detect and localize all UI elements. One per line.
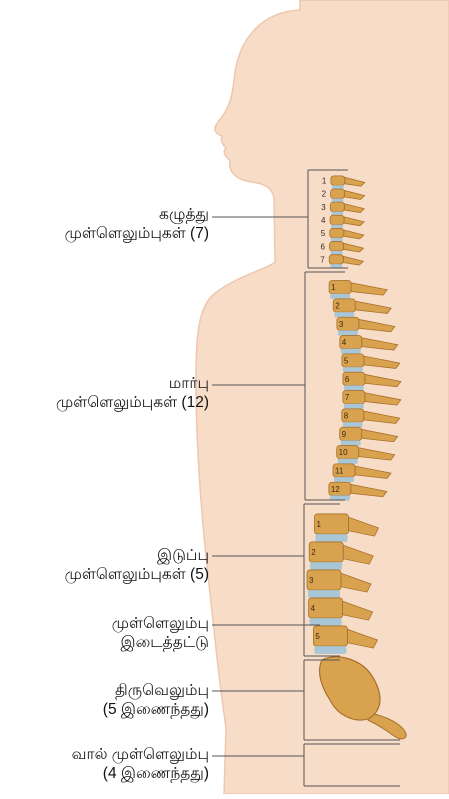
thoracic-number-8: 8: [344, 412, 349, 421]
label-thoracic-line1: மார்பு: [56, 374, 209, 393]
cervical-disc-6: [331, 251, 343, 255]
label-coccyx-line2: (4 இணைந்தது): [72, 764, 209, 783]
thoracic-disc-5: [343, 367, 363, 372]
thoracic-disc-2: [334, 312, 354, 317]
thoracic-number-5: 5: [344, 357, 349, 366]
thoracic-disc-9: [341, 440, 361, 445]
lumbar-disc-5: [314, 646, 346, 654]
cervical-number-3: 3: [321, 203, 326, 212]
lumbar-disc-2: [310, 562, 342, 570]
cervical-disc-4: [331, 225, 343, 229]
lumbar-number-4: 4: [311, 604, 316, 613]
cervical-vertebra-6: [330, 242, 344, 251]
thoracic-number-12: 12: [331, 485, 340, 494]
thoracic-number-11: 11: [335, 467, 344, 476]
cervical-number-4: 4: [321, 216, 326, 225]
thoracic-disc-4: [341, 349, 361, 354]
thoracic-number-3: 3: [339, 320, 344, 329]
label-sacrum-line2: (5 இணைந்தது): [103, 700, 209, 719]
thoracic-number-7: 7: [345, 393, 350, 402]
thoracic-disc-11: [334, 477, 354, 482]
lumbar-number-5: 5: [315, 632, 320, 641]
label-disc-line1: முள்ளெலும்பு: [112, 614, 209, 633]
cervical-disc-5: [331, 238, 343, 242]
thoracic-number-1: 1: [331, 283, 336, 292]
label-disc: முள்ளெலும்பு இடைத்தட்டு: [112, 614, 209, 652]
label-coccyx-line1: வால் முள்ளெலும்பு: [72, 745, 209, 764]
cervical-vertebra-4: [330, 215, 344, 224]
cervical-disc-3: [331, 212, 343, 216]
lumbar-disc-1: [315, 534, 347, 542]
cervical-number-2: 2: [322, 190, 327, 199]
thoracic-disc-3: [338, 330, 358, 335]
label-cervical: கழுத்து முள்ளெலும்புகள் (7): [65, 205, 209, 243]
cervical-number-1: 1: [322, 177, 327, 186]
thoracic-disc-10: [338, 459, 358, 464]
cervical-number-6: 6: [321, 242, 326, 251]
cervical-vertebra-5: [330, 228, 344, 237]
cervical-disc-1: [332, 185, 344, 189]
cervical-number-7: 7: [320, 255, 325, 264]
label-lumbar-line1: இடுப்பு: [65, 546, 209, 565]
cervical-vertebra-1: [331, 176, 345, 185]
label-lumbar-line2: முள்ளெலும்புகள் (5): [65, 565, 209, 584]
cervical-vertebra-2: [331, 189, 345, 198]
cervical-vertebra-3: [330, 202, 344, 211]
lumbar-number-3: 3: [309, 576, 314, 585]
thoracic-disc-8: [343, 422, 363, 427]
thoracic-number-9: 9: [342, 430, 347, 439]
label-sacrum: திருவெலும்பு (5 இணைந்தது): [103, 681, 209, 719]
thoracic-number-4: 4: [342, 338, 347, 347]
thoracic-disc-6: [344, 385, 364, 390]
label-thoracic: மார்பு முள்ளெலும்புகள் (12): [56, 374, 209, 412]
label-thoracic-line2: முள்ளெலும்புகள் (12): [56, 393, 209, 412]
cervical-disc-2: [332, 198, 344, 202]
thoracic-number-6: 6: [345, 375, 350, 384]
label-coccyx: வால் முள்ளெலும்பு (4 இணைந்தது): [72, 745, 209, 783]
thoracic-number-2: 2: [335, 302, 340, 311]
label-disc-line2: இடைத்தட்டு: [112, 633, 209, 652]
lumbar-number-1: 1: [316, 520, 321, 529]
lumbar-number-2: 2: [311, 548, 316, 557]
cervical-vertebra-7: [329, 255, 343, 264]
cervical-number-5: 5: [321, 229, 326, 238]
label-lumbar: இடுப்பு முள்ளெலும்புகள் (5): [65, 546, 209, 584]
cervical-disc-7: [330, 264, 342, 268]
label-sacrum-line1: திருவெலும்பு: [103, 681, 209, 700]
label-cervical-line1: கழுத்து: [65, 205, 209, 224]
label-cervical-line2: முள்ளெலும்புகள் (7): [65, 224, 209, 243]
thoracic-number-10: 10: [339, 448, 348, 457]
thoracic-disc-1: [330, 294, 350, 299]
lumbar-disc-3: [308, 590, 340, 598]
thoracic-disc-7: [344, 404, 364, 409]
